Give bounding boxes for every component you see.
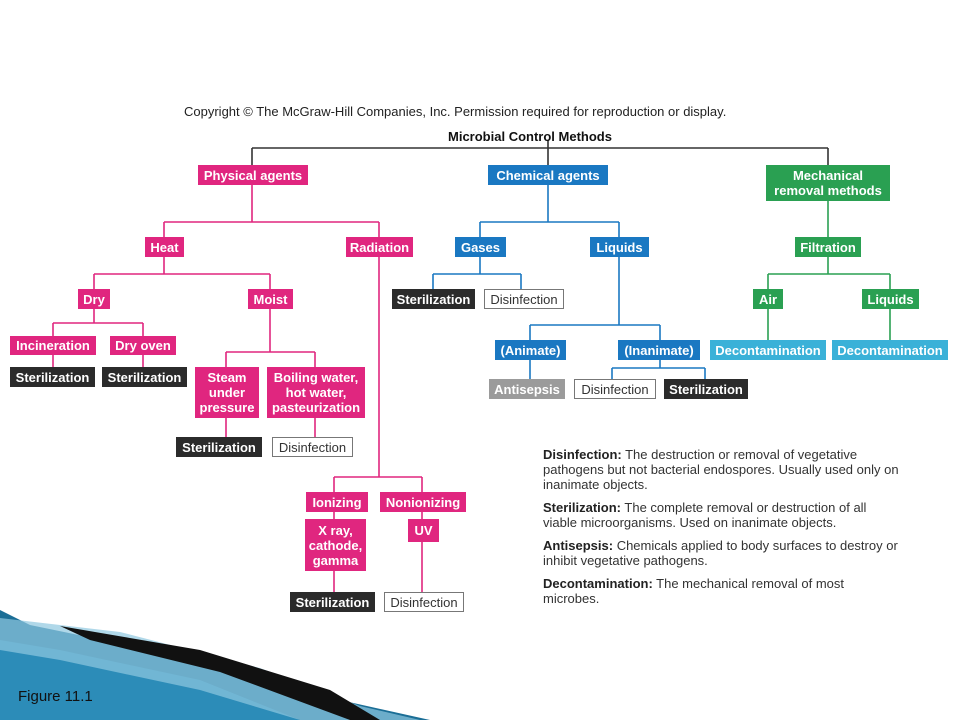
- node-disinfection-gases: Disinfection: [484, 289, 564, 309]
- connector-lines: [52, 140, 891, 592]
- node-sterilization-dry-oven: Sterilization: [102, 367, 187, 387]
- legend-term: Decontamination:: [543, 576, 653, 591]
- node-disinfection-inanimate: Disinfection: [574, 379, 656, 399]
- node-mechanical-removal-methods: Mechanical removal methods: [766, 165, 890, 201]
- node-sterilization-incineration: Sterilization: [10, 367, 95, 387]
- node-disinfection-boiling: Disinfection: [272, 437, 353, 457]
- corner-swoosh-decoration: [0, 610, 430, 720]
- node-moist: Moist: [248, 289, 293, 309]
- node-heat: Heat: [145, 237, 184, 257]
- legend-item-sterilization: Sterilization: The complete removal or d…: [543, 500, 903, 530]
- node-disinfection-uv: Disinfection: [384, 592, 464, 612]
- legend-text: The complete removal or destruction of a…: [543, 500, 867, 530]
- node-decontamination-liquids: Decontamination: [832, 340, 948, 360]
- node-radiation: Radiation: [346, 237, 413, 257]
- copyright-notice: Copyright © The McGraw-Hill Companies, I…: [184, 104, 727, 119]
- node-sterilization-gases: Sterilization: [392, 289, 475, 309]
- legend-item-antisepsis: Antisepsis: Chemicals applied to body su…: [543, 538, 903, 568]
- node-liquids-chemical: Liquids: [590, 237, 649, 257]
- node-sterilization-inanimate: Sterilization: [664, 379, 748, 399]
- node-liquids-filtration: Liquids: [862, 289, 919, 309]
- node-dry: Dry: [78, 289, 110, 309]
- legend-term: Sterilization:: [543, 500, 622, 515]
- node-xray-cathode-gamma: X ray, cathode, gamma: [305, 519, 366, 571]
- node-filtration: Filtration: [795, 237, 861, 257]
- figure-label: Figure 11.1: [18, 688, 93, 705]
- legend-item-decontamination: Decontamination: The mechanical removal …: [543, 576, 903, 606]
- legend-term: Disinfection:: [543, 447, 622, 462]
- node-decontamination-air: Decontamination: [710, 340, 826, 360]
- legend-text: Chemicals applied to body surfaces to de…: [543, 538, 898, 568]
- node-nonionizing: Nonionizing: [380, 492, 466, 512]
- node-sterilization-ionizing: Sterilization: [290, 592, 375, 612]
- node-air: Air: [753, 289, 783, 309]
- diagram-title: Microbial Control Methods: [448, 129, 612, 144]
- node-chemical-agents: Chemical agents: [488, 165, 608, 185]
- node-steam-under-pressure: Steam under pressure: [195, 367, 259, 418]
- node-uv: UV: [408, 519, 439, 542]
- legend-text: The mechanical removal of most microbes.: [543, 576, 845, 606]
- node-gases: Gases: [455, 237, 506, 257]
- node-boiling-water: Boiling water, hot water, pasteurization: [267, 367, 365, 418]
- node-ionizing: Ionizing: [306, 492, 368, 512]
- legend-item-disinfection: Disinfection: The destruction or removal…: [543, 447, 903, 492]
- node-dry-oven: Dry oven: [110, 336, 176, 355]
- node-antisepsis: Antisepsis: [489, 379, 565, 399]
- node-animate: (Animate): [495, 340, 566, 360]
- node-incineration: Incineration: [10, 336, 96, 355]
- node-inanimate: (Inanimate): [618, 340, 700, 360]
- legend-term: Antisepsis:: [543, 538, 614, 553]
- definitions-legend: Disinfection: The destruction or removal…: [543, 447, 903, 614]
- node-physical-agents: Physical agents: [198, 165, 308, 185]
- node-sterilization-steam: Sterilization: [176, 437, 262, 457]
- legend-text: The destruction or removal of vegetative…: [543, 447, 899, 492]
